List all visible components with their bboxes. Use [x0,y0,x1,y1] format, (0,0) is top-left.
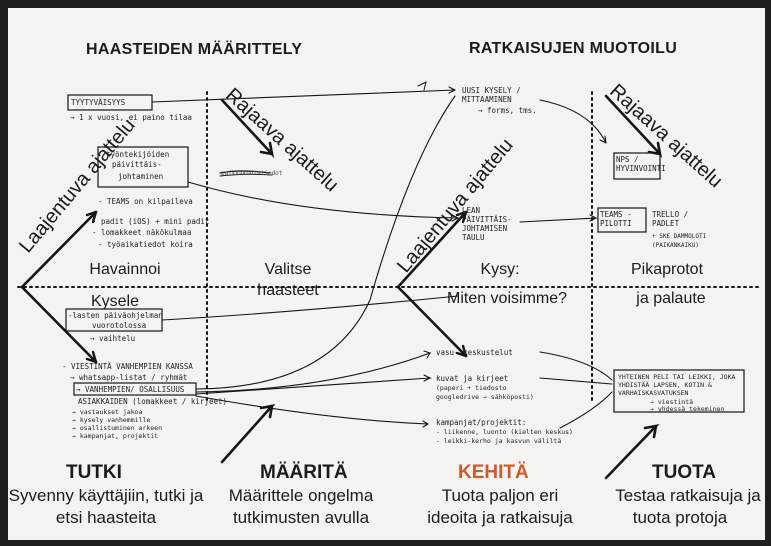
note-yhteinen: YHTEINEN PELI TAI LEIKKI, JOKA YHDISTÄÄ … [618,373,736,397]
label-valitse: Valitse haasteet [257,261,319,299]
note-vaihtelu: → vaihtelu [90,334,136,343]
link-vanh-vasu [195,350,432,393]
phase-title-tutki: TUTKI [66,462,122,483]
note-lean: LEAN PÄIVITTÄIS- JOHTAMISEN TAULU [462,206,512,242]
header-haasteiden: HAASTEIDEN MÄÄRITTELY [86,41,303,58]
crossed-scribble [219,170,271,174]
phase-desc-tuota: Testaa ratkaisuja ja tuota protoja [590,485,770,529]
note-trello: TRELLO / PADLET [652,210,689,228]
note-vanhempien: → VANHEMPIEN/ OSALLISUUS [76,385,185,394]
phase-desc-kehita-line2: ideoita ja ratkaisuja [427,508,573,527]
note-n2: → kysely vanhemmille [72,416,151,424]
phase-title-kehita: KEHITÄ [458,462,529,483]
note-nps: NPS / HYVINVOINTI [616,155,666,173]
box-tyontekijoiden [97,146,189,188]
phase-desc-tutki-line2: etsi haasteita [55,508,157,527]
box-yhteinen [613,369,745,413]
link-lasten-center [161,295,459,321]
box-nps [613,152,661,180]
left-chevron [20,210,98,364]
link-vanh-big [195,95,456,390]
note-n4: → kampanjat, projektit [72,432,159,440]
phase-desc-tutki-line1: Syvenny käyttäjiin, tutki ja [8,486,204,505]
phase-desc-maarita-line1: Määrittele ongelma [228,486,374,505]
note-tyoaikatiedot: - työaikatiedot koira [98,240,193,249]
note-paivittais: päivittäis- [112,160,162,169]
phase-desc-tuota-line2: tuota protoja [632,508,728,527]
note-n3: → osallistuminen arkeen [72,424,163,432]
link-uusi-nps [539,99,607,144]
note-viestinta: - VIESTINTÄ VANHEMPIEN KANSSA [62,362,193,371]
note-n1: → vastaukset jakoa [72,408,143,416]
note-teams-pilotti: TEAMS - PILOTTI [600,210,632,228]
label-havainnoi: Havainnoi [89,261,161,278]
link-vanh-kamp [195,395,429,428]
link-kuvat-yht [539,377,613,385]
center-chevron [396,210,468,358]
label-miten: Miten voisimme? [446,290,568,307]
note-johtaminen: johtaminen [118,172,164,181]
note-vasu: vasu- keskustelut [436,348,513,357]
label-pikaprotot: Pikaprotot [630,261,704,278]
header-ratkaisujen: RATKAISUJEN MUOTOILU [469,40,678,57]
whiteboard-paper [8,8,765,540]
note-padit: - padit (iOS) + mini padit [92,217,210,226]
link-tyyt-uusi [151,86,456,103]
note-y1: → viestintä [650,398,694,406]
note-vuorotolossa: vuorotolossa [92,321,147,330]
note-asiakkaiden: ASIAKKAIDEN (lomakkeet / kirjeet) [78,397,228,406]
link-vasu-yht [539,351,613,381]
note-uusi: UUSI KYSELY / MITTAAMINEN [462,86,521,104]
phase-desc-maarita-line2: tutkimusten avulla [232,508,370,527]
label-palaute: ja palaute [636,290,706,307]
note-tyytyvaisyys: TYYTYVÄISYYS [71,98,126,107]
note-forms: → forms, tms. [478,106,537,115]
phase-title-maarita: MÄÄRITÄ [260,462,348,483]
note-lomakkeet: - lomakkeet näkökulmaa [92,228,192,237]
note-eskari: + SKE DAMMOLOTI (PAIKANKAIKU) [652,233,707,249]
phase-desc-maarita: Määrittele ongelma tutkimusten avulla [206,485,396,529]
phase-desc-kehita: Tuota paljon eri ideoita ja ratkaisuja [400,485,600,529]
note-crossed: paikkakuntatiedot [221,170,283,177]
note-kuvat-sub: (paperi + tiedosto googledrive → sähköpo… [436,384,534,401]
note-tyontekijoiden: työntekijöiden [106,150,170,159]
phase-desc-tutki: Syvenny käyttäjiin, tutki ja etsi haaste… [8,485,204,529]
note-k2: - leikki-kerho ja kasvun väliltä [436,437,562,445]
box-teams [597,207,647,233]
note-kuvat: kuvat ja kirjeet [436,374,509,383]
note-y2: → yhdessä tekeminen [650,405,725,413]
label-kysy: Kysy: [480,261,520,278]
note-whatsapp: → whatsapp-listat / ryhmät [70,373,188,382]
note-k1: - liikenne, luonto (kielten keskus) [436,428,573,436]
phase-title-tuota: TUOTA [652,462,717,483]
note-kampanjat: kampanjat/projektit: [436,418,527,427]
note-lasten: -lasten päiväohjelman [68,311,163,320]
note-tyytyvaisyys-sub: → 1 x vuosi, ei paino tilaa [70,113,192,122]
link-tyon-lean [187,181,459,222]
phase-desc-tuota-line1: Testaa ratkaisuja ja [615,486,761,505]
phase-desc-kehita-line1: Tuota paljon eri [441,486,559,505]
arrow-rajaava-1 [220,98,275,159]
note-teams: - TEAMS on kilpaileva [98,197,193,206]
arrow-maarita [220,404,276,464]
label-kysele: Kysele [90,293,140,310]
link-lean-teams [519,214,599,223]
link-kamp-yht [559,391,613,429]
link-vanh-kuvat [195,374,433,395]
arrow-tuota [604,424,660,480]
